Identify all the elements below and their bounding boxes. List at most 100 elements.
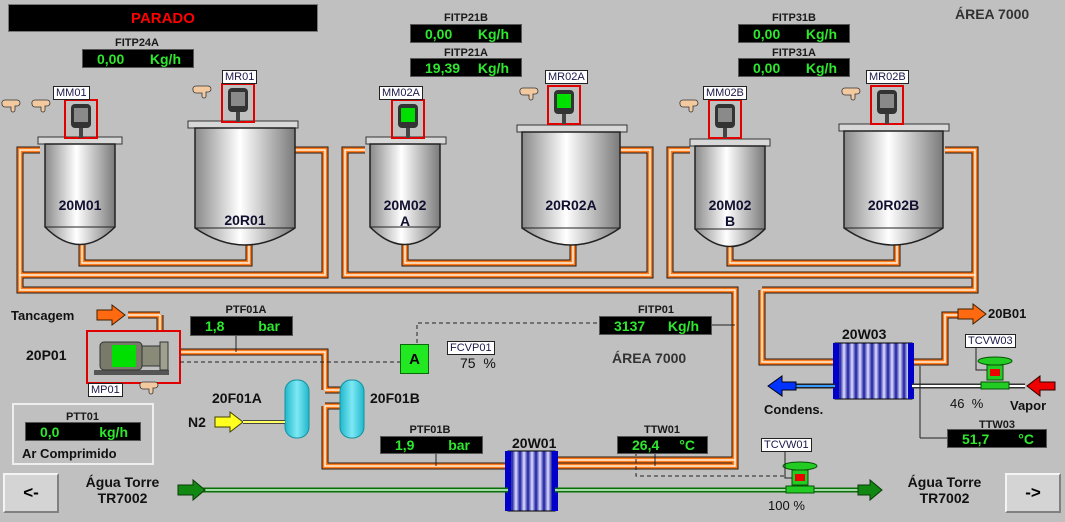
hand-icon[interactable] [841,87,861,101]
fcvp01-mode-button[interactable]: A [400,344,429,374]
tank-20R02A [516,124,628,246]
hand-icon[interactable] [139,381,159,395]
motor-tag-mm02b[interactable]: MM02B [703,86,747,100]
ttw01-display: 26,4 °C [617,436,708,454]
pump-20P01 [86,330,181,384]
ttw01-value: 26,4 [632,437,660,453]
area-title: ÁREA 7000 [955,6,1030,22]
pipe-segment [128,314,161,330]
condensate-arrow [767,375,797,397]
fitp21a-value: 19,39 [425,59,461,76]
hand-icon[interactable] [679,99,699,113]
motor-mr02b[interactable] [870,85,904,125]
motor-tag-mr01[interactable]: MR01 [222,70,258,84]
fitp21a-tag: FITP21A [443,47,488,59]
tank-20M02B [689,138,771,248]
fitp21b-tag: FITP21B [443,12,488,24]
pipe-segment [128,312,163,330]
ptt01-unit: kg/h [99,423,128,440]
valve-TCVW01 [782,461,818,494]
ptf01a-value: 1,8 [205,318,225,334]
filter-20F01A [284,379,310,439]
hand-icon[interactable] [192,85,212,99]
run-status: PARADO [8,4,318,32]
tcvw01-output: 100 % [768,498,805,513]
ttw01-tag: TTW01 [643,424,681,436]
motor-mm02a[interactable] [391,99,425,139]
ptf01b-unit: bar [448,437,470,453]
motor-mr02a[interactable] [547,85,581,125]
ttw03-display: 51,7 °C [947,429,1047,448]
tank-label-20r02b: 20R02B [867,197,920,213]
fitp01-tag: FITP01 [637,304,675,316]
motor-tag-mr02b[interactable]: MR02B [866,70,909,84]
exchanger-20W03 [833,342,914,400]
water-outlet-arrow [857,478,883,502]
next-screen-button[interactable]: -> [1005,473,1061,513]
pipe-segment [729,245,898,264]
pipe-segment [762,275,976,291]
tancagem-label: Tancagem [11,308,75,323]
pump-name: 20P01 [26,347,67,363]
fitp24a-tag: FITP24A [114,37,159,49]
motor-tag-mr02a[interactable]: MR02A [545,70,588,84]
tcvw01-tag[interactable]: TCVW01 [761,438,812,452]
fitp21b-value: 0,00 [425,25,453,42]
tank-label-20r02a: 20R02A [545,197,597,213]
tcvw03-tag[interactable]: TCVW03 [965,334,1016,348]
fitp31b-value: 0,00 [753,25,781,42]
fitp31b-unit: Kg/h [805,25,837,42]
pipe-segment [912,311,960,366]
tank-label-20r01: 20R01 [224,212,266,228]
hand-icon[interactable] [1,99,21,113]
fitp31b-tag: FITP31B [771,12,816,24]
motor-tag-mp01[interactable]: MP01 [88,383,123,397]
exchanger-w03-label: 20W03 [842,326,887,342]
motor-mr01[interactable] [221,83,255,123]
fitp31a-tag: FITP31A [771,47,816,59]
prev-screen-button[interactable]: <- [3,473,59,513]
fitp31b-display: 0,00 Kg/h [738,24,850,43]
hand-icon[interactable] [31,99,51,113]
pipe-segment [19,149,326,276]
hand-icon[interactable] [519,87,539,101]
filter-b-label: 20F01B [370,390,420,406]
tancagem-arrow [96,303,126,327]
fcvp01-output: 75 % [460,355,496,371]
filter-20F01B [339,379,365,439]
motor-mm02b[interactable] [708,99,742,139]
to-20b01-arrow [957,302,987,326]
ttw03-tag: TTW03 [978,419,1016,431]
ttw01-unit: °C [679,437,695,453]
motor-tag-mm02a[interactable]: MM02A [379,86,423,100]
to-20b01-label: 20B01 [988,306,1027,321]
tcvw03-output: 46 % [950,396,984,411]
tank-20M02A [365,136,447,246]
motor-tag-mm01[interactable]: MM01 [53,86,90,100]
compressed-air-panel [12,403,154,465]
tank-20M01 [37,136,123,246]
pipe-segment [726,245,901,267]
pipe-segment [912,312,960,365]
pipe-segment [344,149,651,276]
ttw03-value: 51,7 [962,430,990,447]
fitp24a-unit: Kg/h [149,50,181,67]
pipe-segment [324,406,508,467]
fitp01-unit: Kg/h [667,317,699,334]
exchanger-20W01 [505,450,558,512]
motor-mm01[interactable] [64,99,98,139]
ttw03-unit: °C [1018,430,1034,447]
steam-arrow [1026,374,1056,398]
condensate-label: Condens. [764,402,824,417]
